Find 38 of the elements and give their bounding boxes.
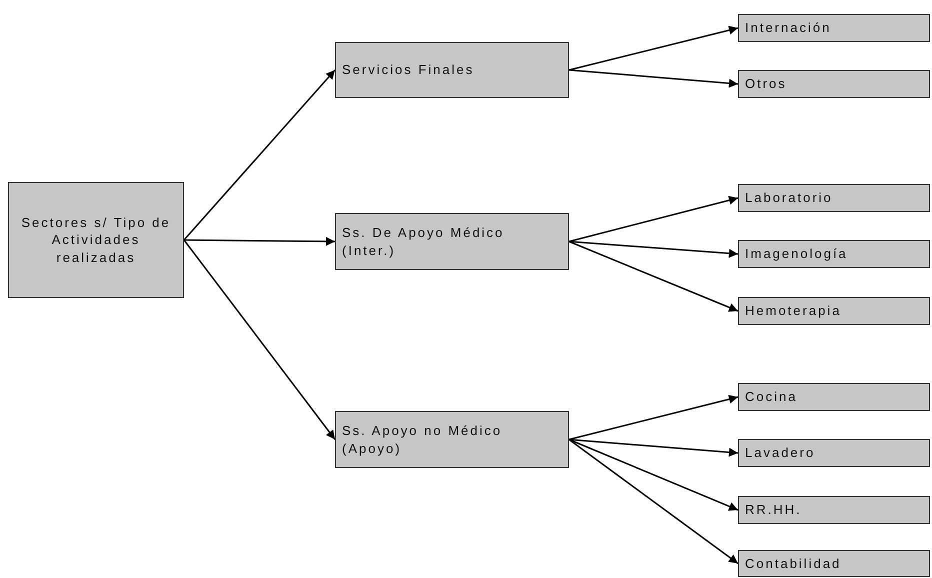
- node-label: Ss. Apoyo no Médico (Apoyo): [342, 422, 504, 458]
- node-label: Laboratorio: [745, 189, 833, 207]
- arrow: [568, 240, 738, 312]
- arrow: [184, 236, 335, 246]
- arrow: [183, 240, 336, 440]
- process-box: [738, 383, 930, 411]
- node-label: Lavadero: [745, 444, 816, 462]
- node-label: Imagenología: [745, 245, 848, 263]
- arrow: [568, 240, 738, 258]
- arrow: [568, 196, 738, 242]
- arrow: [568, 438, 738, 511]
- arrow: [568, 438, 738, 564]
- process-box: [738, 184, 930, 212]
- process-box: [738, 439, 930, 467]
- process-box: [335, 42, 569, 98]
- node-label: Cocina: [745, 388, 798, 406]
- root-box: [8, 182, 184, 298]
- node-label: Ss. De Apoyo Médico (Inter.): [342, 224, 506, 260]
- node-label: Hemoterapia: [745, 302, 842, 320]
- arrow: [568, 26, 738, 71]
- process-box: [738, 297, 930, 325]
- node-label: Servicios Finales: [342, 61, 474, 79]
- process-box: [738, 496, 930, 524]
- arrow: [568, 438, 738, 457]
- arrow: [568, 394, 738, 440]
- node-label: Contabilidad: [745, 554, 842, 572]
- process-box: [335, 213, 569, 270]
- arrow: [183, 70, 336, 240]
- node-label: Otros: [745, 75, 787, 93]
- process-box: [738, 14, 930, 42]
- process-box: [738, 550, 930, 577]
- process-box: [738, 240, 930, 268]
- process-box: [738, 70, 930, 98]
- arrow: [568, 69, 738, 88]
- node-label: Sectores s/ Tipo de Actividades realizadas: [20, 214, 172, 266]
- node-label: Internación: [745, 19, 832, 37]
- process-box: [335, 411, 569, 468]
- node-label: RR.HH.: [745, 501, 802, 519]
